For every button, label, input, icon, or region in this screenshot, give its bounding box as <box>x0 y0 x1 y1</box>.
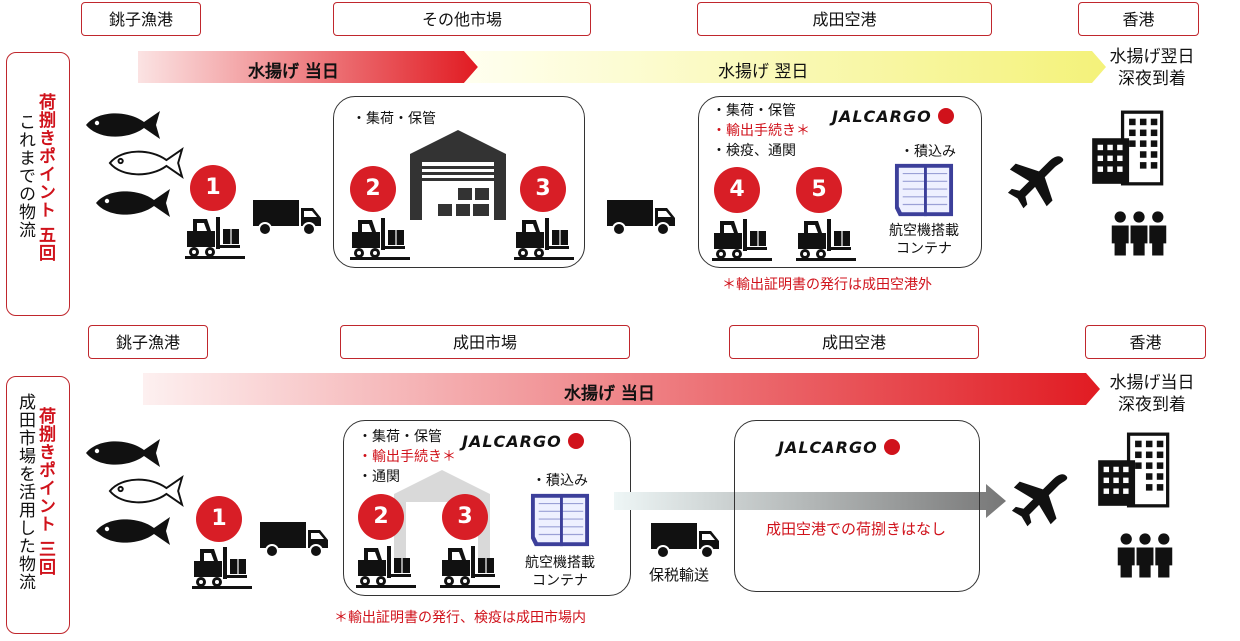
bonded-transport-arrow <box>614 484 1006 518</box>
container-icon <box>514 490 606 550</box>
arrival-top-line2: 深夜到着 <box>1118 69 1186 89</box>
side-black-top: これまでの物流 <box>15 113 35 239</box>
side-red-top: 荷捌きポイント 五回 <box>35 93 55 262</box>
step-4-top: 4 <box>714 167 760 213</box>
airport-note-3-top: ・検疫、通関 <box>712 143 796 159</box>
truck-icon <box>607 198 677 238</box>
jal-crane-icon <box>937 108 954 124</box>
container-caption-top-2: コンテナ <box>896 241 952 257</box>
step-1-top: 1 <box>190 165 236 211</box>
loc-narita-airport-top: 成田空港 <box>697 2 992 36</box>
jal-cargo-logo-top: JALCARGO <box>832 107 954 126</box>
bonded-transport-label: 保税輸送 <box>649 566 710 584</box>
jal-cargo-logo-airport: JALCARGO <box>778 438 900 457</box>
airport-note-2-top: ・輸出手続き＊ <box>712 123 810 139</box>
timeline-arrow-top <box>138 51 1106 83</box>
container-caption-bottom-1: 航空機搭載 <box>525 555 595 571</box>
forklift-icon <box>185 215 245 259</box>
arrow-label-next-day: 水揚げ 翌日 <box>718 62 809 82</box>
loc-hongkong-bottom: 香港 <box>1085 325 1206 359</box>
container-caption-top: 航空機搭載 コンテナ <box>876 222 972 258</box>
forklift-icon <box>356 544 416 588</box>
building-icon <box>1090 110 1166 186</box>
fish-icon <box>82 436 162 470</box>
side-red-bottom: 荷捌きポイント 三回 <box>35 407 55 576</box>
arrow-label-same-day-bottom: 水揚げ 当日 <box>564 384 655 404</box>
loc-narita-market: 成田市場 <box>340 325 630 359</box>
airplane-icon <box>1006 152 1068 214</box>
step-1-bottom: 1 <box>196 496 242 542</box>
people-icon <box>1114 530 1176 580</box>
fish-icon <box>106 146 184 180</box>
forklift-icon <box>514 216 574 260</box>
truck-icon <box>260 520 330 560</box>
side-panel-bottom: 荷捌きポイント 三回 成田市場を活用した物流 <box>6 376 70 634</box>
loc-hongkong-top: 香港 <box>1078 2 1199 36</box>
jal-crane-icon <box>883 439 900 455</box>
jal-cargo-logo-text: JALCARGO <box>778 438 878 457</box>
market-note-3-bottom: ・通関 <box>358 469 400 485</box>
load-note-top: ・積込み <box>900 144 956 160</box>
market-note-1-bottom: ・集荷・保管 <box>358 429 442 445</box>
people-icon <box>1108 208 1170 258</box>
footnote-top: ＊輸出証明書の発行は成田空港外 <box>722 277 932 293</box>
step-2-bottom: 2 <box>358 494 404 540</box>
jal-crane-icon <box>567 433 584 449</box>
warehouse-icon <box>394 470 490 560</box>
arrival-bottom-line1: 水揚げ当日 <box>1109 373 1195 393</box>
step-2-top: 2 <box>350 166 396 212</box>
forklift-icon <box>350 216 410 260</box>
market-note-top: ・集荷・保管 <box>352 111 436 127</box>
fish-icon <box>92 186 172 220</box>
arrival-top: 水揚げ翌日 深夜到着 <box>1100 46 1204 90</box>
step-5-top: 5 <box>796 167 842 213</box>
loc-other-market: その他市場 <box>333 2 591 36</box>
loc-choshi-bottom: 銚子漁港 <box>88 325 208 359</box>
fish-icon <box>82 108 162 142</box>
arrival-top-line1: 水揚げ翌日 <box>1109 47 1195 67</box>
arrival-bottom: 水揚げ当日 深夜到着 <box>1100 372 1204 416</box>
jal-cargo-logo-text: JALCARGO <box>832 107 932 126</box>
timeline-arrow-bottom <box>143 373 1100 405</box>
building-icon <box>1096 432 1172 508</box>
fish-icon <box>92 514 172 548</box>
load-note-bottom: ・積込み <box>532 473 588 489</box>
arrow-same-day-bottom <box>143 373 1100 405</box>
no-handling-note: 成田空港での荷捌きはなし <box>766 520 947 538</box>
forklift-icon <box>712 217 772 261</box>
arrival-bottom-line2: 深夜到着 <box>1118 395 1186 415</box>
truck-icon <box>651 521 721 561</box>
warehouse-icon <box>410 130 506 220</box>
market-note-2-bottom: ・輸出手続き＊ <box>358 449 456 465</box>
step-3-top: 3 <box>520 166 566 212</box>
step-3-bottom: 3 <box>442 494 488 540</box>
loc-choshi-top: 銚子漁港 <box>81 2 201 36</box>
arrow-next-day <box>464 51 1106 83</box>
container-caption-bottom-2: コンテナ <box>532 573 588 589</box>
airplane-icon <box>1010 470 1072 532</box>
container-icon <box>878 160 970 220</box>
side-black-bottom: 成田市場を活用した物流 <box>15 393 35 591</box>
jal-cargo-logo-market: JALCARGO <box>462 432 584 451</box>
side-panel-top: 荷捌きポイント 五回 これまでの物流 <box>6 52 70 316</box>
loc-narita-airport-bottom: 成田空港 <box>729 325 979 359</box>
forklift-icon <box>440 544 500 588</box>
forklift-icon <box>192 545 252 589</box>
jal-cargo-logo-text: JALCARGO <box>462 432 562 451</box>
airport-box-bottom <box>734 420 980 592</box>
arrow-same-day-top <box>138 51 478 83</box>
truck-icon <box>253 198 323 238</box>
airport-note-1-top: ・集荷・保管 <box>712 103 796 119</box>
footnote-bottom: ＊輸出証明書の発行、検疫は成田市場内 <box>334 610 586 626</box>
container-caption-top-1: 航空機搭載 <box>889 223 959 239</box>
container-caption-bottom: 航空機搭載 コンテナ <box>512 554 608 590</box>
fish-icon <box>106 474 184 508</box>
forklift-icon <box>796 217 856 261</box>
arrow-label-same-day-top: 水揚げ 当日 <box>248 62 339 82</box>
